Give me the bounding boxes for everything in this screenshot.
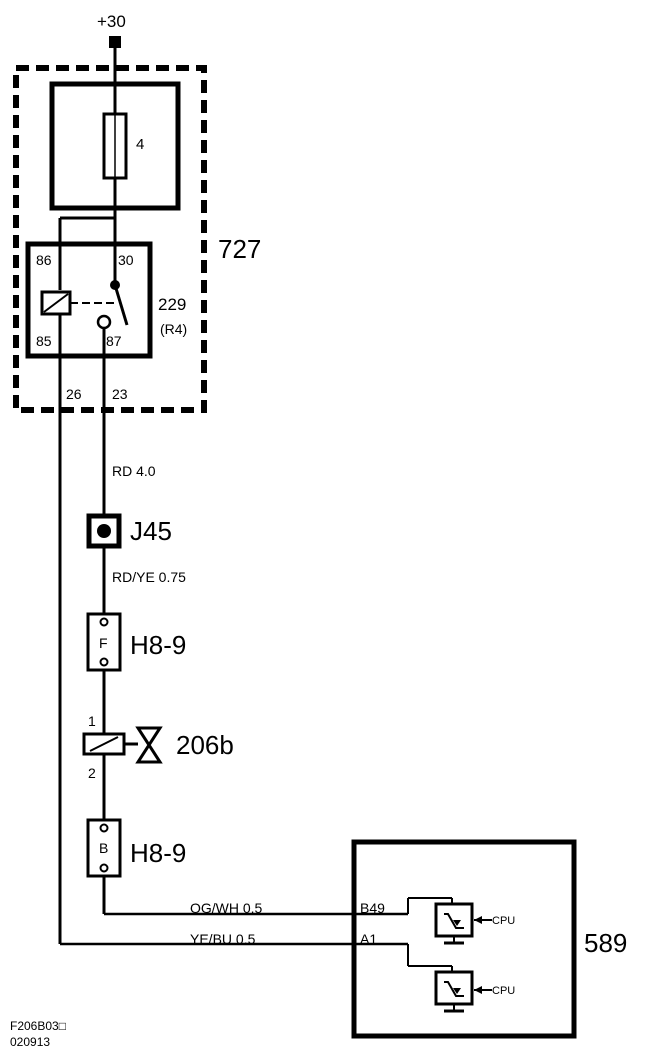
connector-f-pin-in <box>99 617 109 627</box>
fuse-label: 4 <box>136 136 144 153</box>
supply-terminal <box>109 36 121 48</box>
cpu-top-arrow <box>474 916 482 924</box>
fuse-relay-box-727 <box>13 65 207 413</box>
connector-f-id: H8-9 <box>130 630 186 660</box>
relay-coil-diagonal <box>43 293 69 313</box>
fuse-box-id: 727 <box>218 234 261 264</box>
relay-pin-30: 30 <box>118 252 134 268</box>
relay-pin-86: 86 <box>36 252 52 268</box>
ecu-589 <box>351 839 577 1039</box>
relay-pin-85: 85 <box>36 333 52 349</box>
connector-b-pin: B <box>99 840 108 856</box>
relay-229 <box>25 241 153 359</box>
footer-code: F206B03□ <box>10 1019 66 1033</box>
solenoid-coil-diagonal <box>89 736 119 752</box>
connector-b-pin-out <box>99 863 109 873</box>
input-stage-bottom-arrow <box>453 988 461 994</box>
box-terminal-26: 26 <box>66 386 82 402</box>
ecu-pin-b49: B49 <box>360 900 385 916</box>
wire-label-og-wh: OG/WH 0.5 <box>190 900 263 916</box>
ecu-input-stage-top <box>434 902 474 938</box>
supply-label: +30 <box>97 12 126 31</box>
ecu-id: 589 <box>584 928 627 958</box>
solenoid-pin-2: 2 <box>88 765 96 781</box>
cpu-top-label: CPU <box>492 915 515 927</box>
wire-label-ye-bu: YE/BU 0.5 <box>190 931 256 947</box>
input-stage-top-curve <box>444 913 464 929</box>
solenoid-pin-1: 1 <box>88 713 96 729</box>
cpu-bottom-arrow <box>474 986 482 994</box>
ecu-pin-a1: A1 <box>360 931 377 947</box>
relay-id: 229 <box>158 295 186 314</box>
junction-dot <box>97 524 111 538</box>
connector-b-id: H8-9 <box>130 838 186 868</box>
relay-pin-87: 87 <box>106 333 122 349</box>
footer-date: 020913 <box>10 1035 50 1049</box>
wire-label-rd-ye: RD/YE 0.75 <box>112 569 186 585</box>
junction-id: J45 <box>130 516 172 546</box>
relay-switch-blade <box>113 284 129 326</box>
valve-icon <box>135 726 163 764</box>
solenoid-id: 206b <box>176 730 234 760</box>
relay-contact-87 <box>96 314 112 330</box>
connector-f-pin-out <box>99 657 109 667</box>
relay-sub-label: (R4) <box>160 321 187 337</box>
box-terminal-23: 23 <box>112 386 128 402</box>
ecu-input-stage-bottom <box>434 970 474 1006</box>
input-stage-top-arrow <box>453 920 461 926</box>
wire-label-rd: RD 4.0 <box>112 463 156 479</box>
connector-f-pin: F <box>99 635 108 651</box>
input-stage-bottom-curve <box>444 981 464 997</box>
connector-b-pin-in <box>99 823 109 833</box>
cpu-bottom-label: CPU <box>492 985 515 997</box>
